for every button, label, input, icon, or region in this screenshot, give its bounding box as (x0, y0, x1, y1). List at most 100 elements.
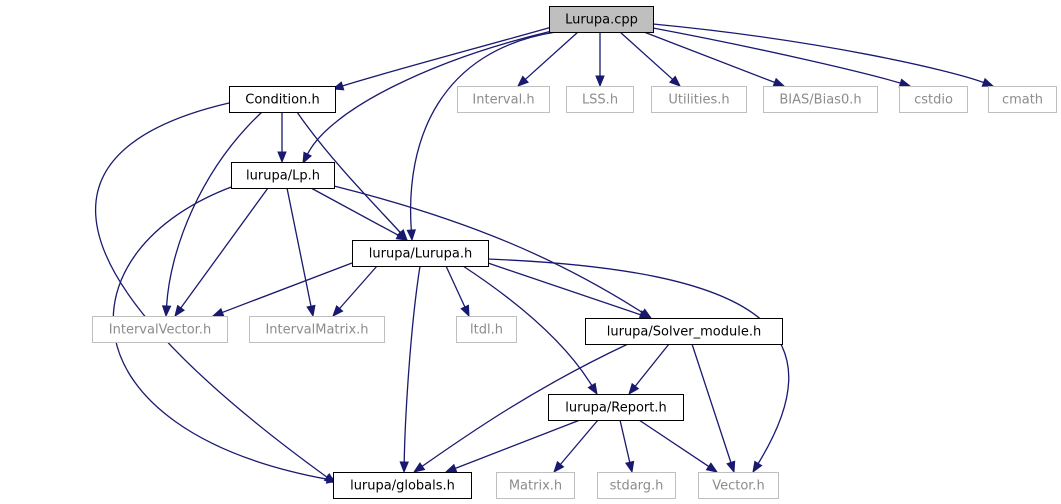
edge-lurupa_cpp-to-condition_h (342, 26, 553, 87)
edge-lurupa_h-to-solver_module_h (487, 262, 641, 316)
node-label: cmath (1002, 93, 1043, 108)
edge-arrowhead-condition_h-to-intervalvector_h (161, 305, 172, 318)
edge-arrowhead-lurupa_cpp-to-lss_h (595, 75, 605, 88)
node-box (988, 86, 1057, 113)
edge-arrowhead-lurupa_cpp-to-cstdio (898, 78, 912, 88)
node-matrix-h: Matrix.h (496, 472, 575, 499)
node-box (549, 6, 654, 33)
node-lurupa-h[interactable]: lurupa/Lurupa.h (352, 240, 489, 267)
edge-arrowhead-lurupa_cpp-to-cmath (981, 77, 995, 87)
edge-condition_h-to-lurupa_h (296, 111, 401, 234)
node-cmath: cmath (988, 86, 1057, 113)
node-vector-h: Vector.h (698, 472, 779, 499)
edge-lurupa_h-to-intervalmatrix_h (339, 265, 378, 309)
node-label: lurupa/Solver_module.h (607, 325, 761, 340)
node-box (333, 472, 472, 499)
edge-lurupa_h-to-ltdl_h (445, 265, 466, 308)
edge-condition_h-to-globals_h (94, 102, 328, 478)
node-label: stdarg.h (610, 479, 664, 494)
node-label: cstdio (914, 93, 953, 108)
edge-solver_module_h-to-vector_h (691, 343, 732, 463)
edge-lurupa_h-to-intervalvector_h (222, 262, 353, 314)
edge-lp_h-to-lurupa_h (310, 187, 399, 236)
node-box (548, 394, 684, 421)
node-label: lurupa/globals.h (350, 479, 455, 494)
edge-report_h-to-globals_h (455, 419, 581, 469)
edge-arrowhead-lurupa_cpp-to-bias0_h (772, 77, 786, 87)
node-box (763, 86, 878, 113)
edge-report_h-to-stdarg_h (619, 419, 631, 463)
edge-lp_h-to-intervalvector_h (180, 187, 269, 309)
node-intervalmatrix-h: IntervalMatrix.h (249, 316, 385, 343)
edge-solver_module_h-to-report_h (634, 343, 670, 387)
node-label: Utilities.h (668, 93, 729, 108)
node-ltdl-h: ltdl.h (456, 316, 517, 343)
node-condition-h[interactable]: Condition.h (229, 86, 336, 113)
node-intervalvector-h: IntervalVector.h (92, 316, 228, 343)
node-lp-h[interactable]: lurupa/Lp.h (231, 162, 335, 189)
node-bias0-h: BIAS/Bias0.h (763, 86, 878, 113)
node-label: BIAS/Bias0.h (779, 93, 861, 108)
node-label: LSS.h (582, 93, 618, 108)
node-label: ltdl.h (470, 323, 503, 338)
node-stdarg-h: stdarg.h (597, 472, 676, 499)
node-box (229, 86, 336, 113)
edge-arrowhead-report_h-to-stdarg_h (625, 460, 635, 474)
node-label: Condition.h (245, 93, 319, 108)
node-utilities-h: Utilities.h (651, 86, 747, 113)
node-report-h[interactable]: lurupa/Report.h (548, 394, 684, 421)
edge-lurupa_h-to-globals_h (403, 265, 421, 463)
node-globals-h[interactable]: lurupa/globals.h (333, 472, 472, 499)
edge-arrowhead-solver_module_h-to-report_h (628, 382, 640, 396)
edge-lurupa_cpp-to-interval_h (524, 31, 579, 80)
edge-arrowhead-lp_h-to-intervalmatrix_h (306, 304, 316, 318)
node-box (456, 316, 517, 343)
node-box (585, 318, 783, 345)
node-box (231, 162, 335, 189)
node-label: lurupa/Report.h (565, 401, 667, 416)
edge-arrowhead-lp_h-to-lurupa_h (395, 230, 409, 241)
node-label: lurupa/Lurupa.h (369, 247, 472, 262)
node-box (651, 86, 747, 113)
node-label: Lurupa.cpp (565, 13, 638, 28)
node-label: Interval.h (472, 93, 534, 108)
edge-lurupa_h-to-report_h (462, 265, 593, 386)
node-interval-h: Interval.h (457, 86, 550, 113)
node-box (352, 240, 489, 267)
edge-arrowhead-lp_h-to-intervalvector_h (174, 304, 186, 318)
edge-arrowhead-lurupa_h-to-intervalvector_h (211, 307, 225, 317)
edge-arrowhead-lurupa_h-to-vector_h (752, 460, 763, 474)
edge-arrowhead-lurupa_cpp-to-utilities_h (669, 75, 682, 87)
edge-lurupa_cpp-to-bias0_h (643, 31, 775, 84)
edge-lurupa_cpp-to-lurupa_h (409, 31, 557, 231)
edge-lurupa_h-to-vector_h (487, 258, 790, 464)
edge-arrowhead-report_h-to-matrix_h (553, 460, 565, 474)
node-label: lurupa/Lp.h (246, 169, 320, 184)
edge-arrowhead-lurupa_cpp-to-interval_h (516, 75, 529, 87)
edge-arrowhead-lurupa_h-to-globals_h (399, 461, 409, 474)
node-cstdio: cstdio (899, 86, 968, 113)
edge-arrowhead-lurupa_cpp-to-lp_h (302, 151, 312, 165)
node-box (92, 316, 228, 343)
node-box (249, 316, 385, 343)
node-solver-module-h[interactable]: lurupa/Solver_module.h (585, 318, 783, 345)
edge-lp_h-to-solver_module_h (333, 185, 643, 314)
edge-arrowhead-lurupa_cpp-to-lurupa_h (406, 229, 416, 242)
edges-layer (94, 23, 995, 484)
edge-arrowhead-report_h-to-globals_h (444, 463, 458, 473)
edge-lurupa_cpp-to-cstdio (652, 27, 901, 84)
edge-lp_h-to-intervalmatrix_h (286, 187, 312, 307)
edge-condition_h-to-intervalvector_h (165, 111, 263, 307)
node-label: Vector.h (712, 479, 765, 494)
node-box (899, 86, 968, 113)
edge-lurupa_cpp-to-cmath (652, 23, 984, 84)
node-lurupa-cpp[interactable]: Lurupa.cpp (549, 6, 654, 33)
node-box (566, 86, 634, 113)
edge-report_h-to-matrix_h (559, 419, 599, 465)
edge-solver_module_h-to-globals_h (421, 343, 629, 467)
node-box (698, 472, 779, 499)
edge-lurupa_cpp-to-lp_h (306, 30, 553, 155)
node-label: IntervalVector.h (109, 323, 211, 338)
edge-arrowhead-lurupa_h-to-ltdl_h (460, 304, 470, 318)
